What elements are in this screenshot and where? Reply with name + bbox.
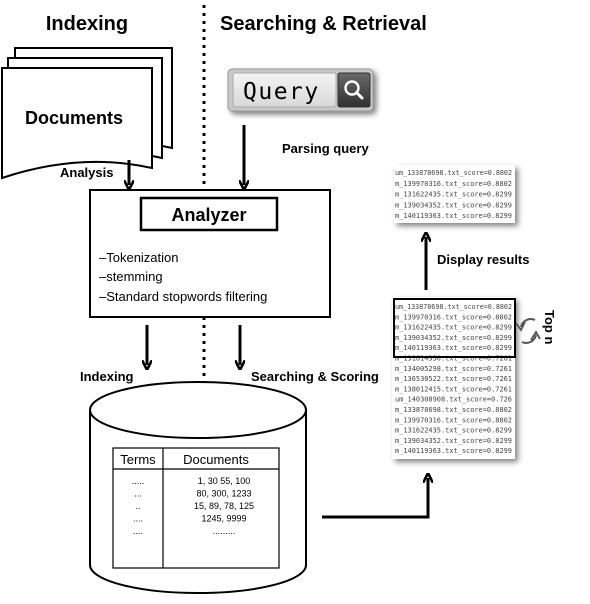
result-line: m_140119363.txt_score=0.8299 [395, 447, 512, 455]
index-table-header-documents: Documents [183, 452, 249, 467]
search-icon[interactable] [344, 80, 364, 100]
result-line: m_131622435.txt_score=0.8299 [395, 324, 512, 332]
top-n-label: Top n [542, 310, 557, 344]
result-line: m_134005298.txt_score=0.7261 [395, 365, 512, 373]
result-line: m_138012415.txt_score=0.7261 [395, 385, 512, 393]
result-line: m_131614330.txt_score=0.7261 [395, 355, 512, 363]
analyzer-step-tokenization: –Tokenization [99, 250, 179, 265]
results-connector-arrow [322, 478, 428, 519]
header-indexing: Indexing [46, 13, 128, 35]
top-result-line: m_139970316.txt_score=0.8802 [395, 180, 512, 188]
documents-stack: Documents [1, 47, 173, 180]
top-result-line: m_139034352.txt_score=0.8299 [395, 201, 512, 209]
query-text: Query [243, 79, 320, 105]
top-n-highlight [393, 298, 516, 358]
index-table-postings: 1, 30 55, 100 [198, 476, 251, 486]
index-table: Terms Documents ..... 1, 30 55, 100... 80,… [112, 447, 280, 569]
index-table-term: .... [133, 526, 143, 536]
index-table-term: .. [135, 501, 140, 511]
index-table-header-terms: Terms [120, 452, 156, 467]
top-result-line: um_133878698.txt_score=0.8802 [395, 169, 512, 177]
index-table-term: .... [133, 514, 143, 524]
result-line: m_139034352.txt_score=0.8299 [395, 334, 512, 342]
result-line: um_133878698.txt_score=0.8802 [395, 303, 512, 311]
index-table-rows: ..... 1, 30 55, 100... 80, 300, 1233.. 15, … [132, 476, 254, 536]
result-line: m_139970316.txt_score=0.8802 [395, 416, 512, 424]
analyzer-title: Analyzer [171, 205, 246, 225]
index-table-postings: 1245, 9999 [201, 514, 246, 524]
analysis-label: Analysis [60, 165, 113, 180]
result-line: m_136530522.txt_score=0.7261 [395, 375, 512, 383]
query-input[interactable] [232, 72, 337, 108]
searching-scoring-label: Searching & Scoring [251, 369, 379, 384]
index-table-postings: 80, 300, 1233 [196, 489, 251, 499]
refresh-icon [515, 318, 541, 344]
all-results-panel: um_133878698.txt_score=0.8802 m_139970316… [392, 297, 516, 459]
analyzer-title-box [139, 196, 279, 232]
index-table-term: ... [134, 489, 142, 499]
result-line: m_139034352.txt_score=0.8299 [395, 437, 512, 445]
index-table-postings: ......... [213, 526, 236, 536]
documents-label: Documents [25, 108, 123, 128]
result-line: m_140119363.txt_score=0.8299 [395, 344, 512, 352]
result-line: m_133878698.txt_score=0.8802 [395, 406, 512, 414]
analyzer-box: Analyzer –Tokenization –stemming –Standa… [89, 189, 331, 318]
result-line: m_131622435.txt_score=0.8299 [395, 427, 512, 435]
index-table-term: ..... [132, 476, 145, 486]
analyzer-step-stemming: –stemming [99, 269, 163, 284]
header-searching: Searching & Retrieval [220, 13, 427, 35]
top-result-line: m_131622435.txt_score=0.8299 [395, 191, 512, 199]
result-line: m_139970316.txt_score=0.8802 [395, 313, 512, 321]
index-table-postings: 15, 89, 78, 125 [194, 501, 254, 511]
result-line: um_140308908.txt_score=0.726 [395, 396, 512, 404]
query-box[interactable] [227, 68, 374, 112]
analyzer-step-stopwords: –Standard stopwords filtering [99, 289, 267, 304]
indexing-flow-label: Indexing [80, 369, 134, 384]
search-button[interactable] [337, 72, 371, 108]
top-results-panel: um_133878698.txt_score=0.8802 m_139970316… [394, 165, 515, 223]
parsing-query-label: Parsing query [282, 141, 369, 156]
top-result-line: m_140119363.txt_score=0.8299 [395, 212, 512, 220]
document-sheet-front [1, 67, 153, 180]
display-results-label: Display results [437, 252, 530, 267]
